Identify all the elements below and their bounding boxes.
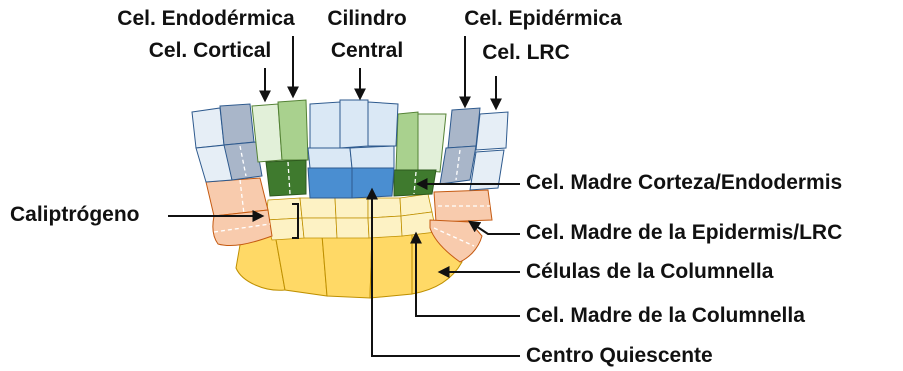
stele-cell <box>368 102 398 146</box>
label-madre-epidermis: Cel. Madre de la Epidermis/LRC <box>526 222 842 243</box>
label-caliptrogeno: Caliptrógeno <box>10 204 140 225</box>
label-cilindro-line1: Cilindro <box>327 8 406 29</box>
columella-cells <box>236 230 462 298</box>
columella-cell <box>370 233 412 298</box>
label-cortical: Cel. Cortical <box>149 40 272 61</box>
columella-cell <box>322 235 372 298</box>
label-centro-quiescente: Centro Quiescente <box>526 345 713 366</box>
label-columnella: Células de la Columnella <box>526 261 773 282</box>
columella-initial-cell <box>266 198 302 220</box>
label-madre-columnella: Cel. Madre de la Columnella <box>526 305 805 326</box>
label-endodermica: Cel. Endodérmica <box>117 8 294 29</box>
columella-initial-cell <box>302 218 337 238</box>
columella-initial-cell <box>368 216 402 238</box>
epidermis-cell <box>476 112 508 150</box>
label-madre-corteza: Cel. Madre Corteza/Endodermis <box>526 172 842 193</box>
stele-cell <box>310 102 340 148</box>
cortical-cell <box>418 114 446 172</box>
columella-initials <box>266 194 436 240</box>
epidermis-cell <box>192 108 224 148</box>
epidermis-cell <box>220 104 254 145</box>
epidermis-cell <box>448 108 480 148</box>
label-cilindro-line2: Central <box>331 40 403 61</box>
quiescent-center-cell <box>308 168 352 198</box>
stele-cells <box>308 100 398 198</box>
stele-cell <box>308 148 352 168</box>
columella-initial-cell <box>336 218 369 238</box>
lrc-initial-left-top <box>206 178 268 216</box>
endodermis-cell <box>396 112 418 170</box>
label-epidermica: Cel. Epidérmica <box>464 8 622 29</box>
cortex-endodermis-initial <box>266 160 306 196</box>
endodermis-cell <box>278 100 308 160</box>
columella-initial-cell <box>335 198 368 218</box>
columella-initial-cell <box>300 198 336 218</box>
stele-cell <box>340 100 368 148</box>
label-lrc: Cel. LRC <box>482 42 570 63</box>
stele-cell <box>350 146 394 168</box>
